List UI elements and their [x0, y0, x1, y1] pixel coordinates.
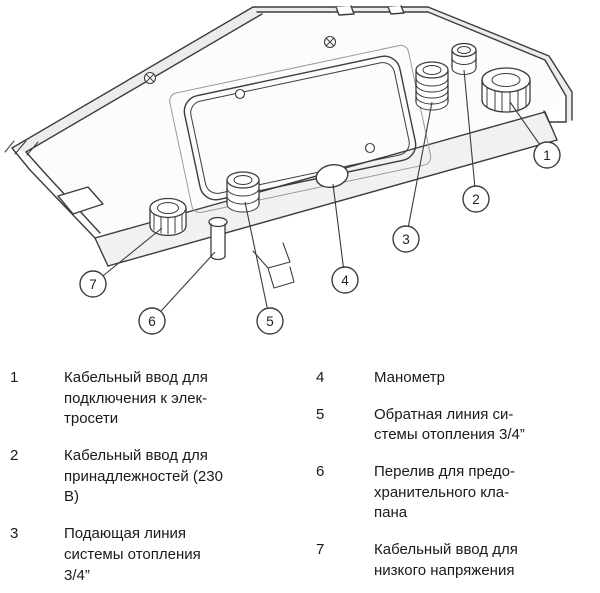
heating-return-connection	[226, 171, 260, 213]
callout-number: 1	[543, 148, 551, 163]
legend-item-text: Обратная линия си- стемы отопления 3/4”	[374, 405, 525, 444]
callout-4: 4	[331, 266, 359, 294]
legend-item-3: 3 Подающая линия системы отопления 3/4”	[10, 524, 316, 586]
figure: 1 2 3 4 5 6 7	[4, 5, 573, 335]
callout-3: 3	[392, 225, 420, 253]
legend-item-text: Подающая линия системы отопления 3/4”	[64, 525, 201, 584]
legend-item-5: 5 Обратная линия си- стемы отопления 3/4…	[316, 405, 596, 446]
legend-item-number: 4	[316, 369, 325, 386]
callout-number: 4	[341, 273, 349, 288]
appliance-underside-fills	[12, 7, 572, 266]
legend-item-number: 5	[316, 405, 325, 423]
callout-2: 2	[462, 185, 490, 213]
bottom-view-diagram: 1 2 3 4 5 6 7	[4, 5, 573, 335]
legend-item-number: 7	[316, 541, 325, 559]
panel-screws	[143, 35, 376, 154]
legend-item-2: 2 Кабельный ввод для принадлежностей (23…	[10, 446, 316, 508]
legend-item-text: Кабельный ввод для низкого напряжения	[374, 541, 518, 579]
legend-column-right: 4 Манометр 5 Обратная линия си- стемы от…	[316, 368, 596, 586]
legend-item-number: 6	[316, 463, 325, 481]
callouts: 1 2 3 4 5 6 7	[79, 141, 561, 335]
screw-icon	[323, 35, 337, 49]
heating-flow-connection	[415, 61, 449, 111]
cable-gland-mains	[481, 67, 531, 113]
legend-item-4: 4 Манометр	[316, 368, 596, 389]
legend: 1 Кабельный ввод для подключения к элек-…	[0, 358, 600, 586]
legend-item-number: 2	[10, 447, 19, 465]
legend-item-text: Кабельный ввод для принадлежностей (230 …	[64, 447, 223, 506]
legend-item-text: Кабельный ввод для подключения к элек- т…	[64, 369, 208, 428]
cable-gland-low-voltage	[149, 197, 187, 237]
callout-number: 6	[148, 314, 156, 329]
legend-item-6: 6 Перелив для предо- хранительного кла- …	[316, 462, 596, 524]
cable-gland-accessories	[451, 42, 477, 75]
legend-column-left: 1 Кабельный ввод для подключения к элек-…	[10, 368, 316, 586]
callout-number: 7	[89, 277, 97, 292]
safety-valve-overflow-pipe	[208, 216, 228, 261]
legend-item-number: 3	[10, 525, 19, 543]
callout-1: 1	[533, 141, 561, 169]
callout-number: 3	[402, 232, 410, 247]
legend-item-number: 1	[10, 369, 19, 386]
legend-item-1: 1 Кабельный ввод для подключения к элек-…	[10, 368, 316, 430]
manometer-hole	[315, 164, 349, 188]
legend-item-text: Перелив для предо- хранительного кла- па…	[374, 463, 515, 522]
callout-5: 5	[256, 307, 284, 335]
gasket-groove	[183, 55, 417, 201]
callout-number: 5	[266, 314, 274, 329]
screw-icon	[143, 71, 157, 85]
legend-item-text: Манометр	[374, 369, 446, 386]
callout-number: 2	[472, 192, 480, 207]
callout-7: 7	[79, 270, 107, 298]
callout-6: 6	[138, 307, 166, 335]
legend-item-7: 7 Кабельный ввод для низкого напряжения	[316, 540, 596, 581]
